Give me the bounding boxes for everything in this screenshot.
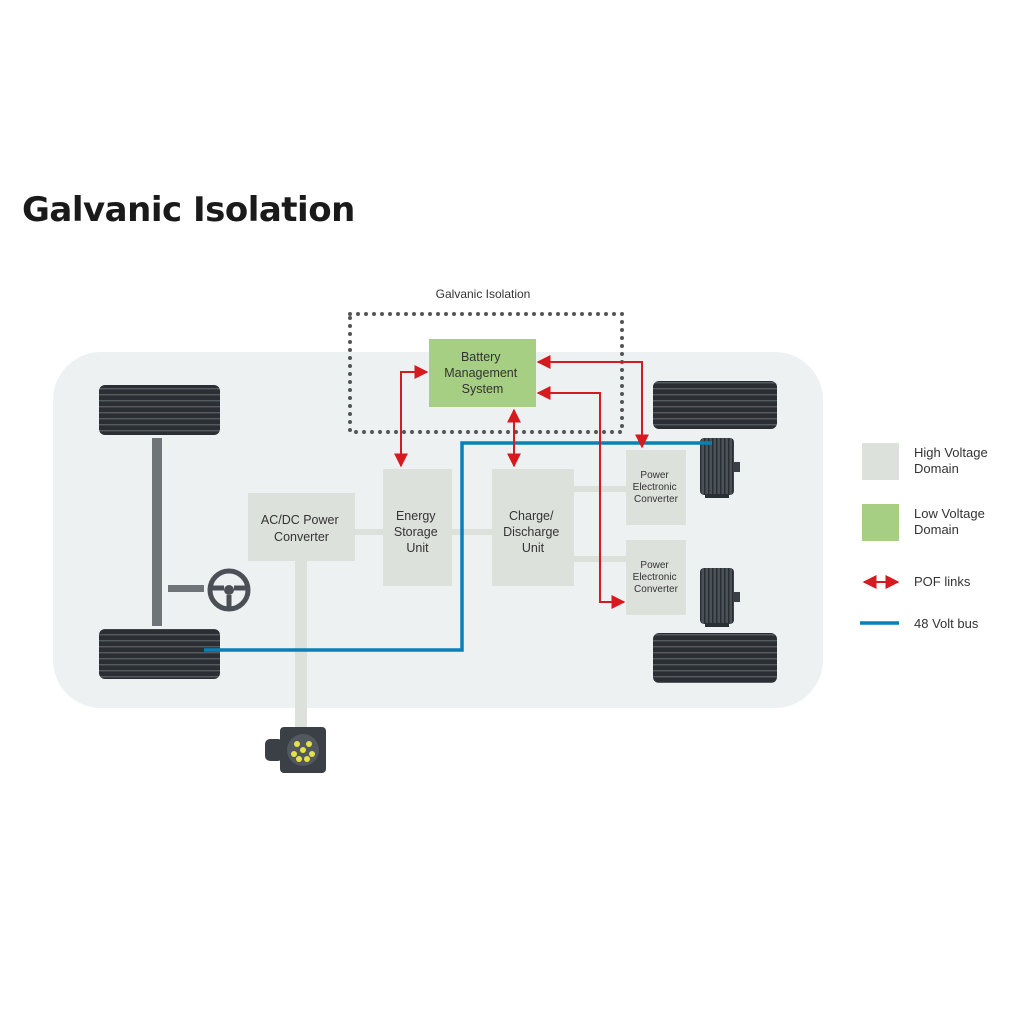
pec-bottom-label-line-2: Electronic: [633, 572, 677, 583]
page-title: Galvanic Isolation: [22, 190, 355, 230]
motor-top-icon: [700, 438, 740, 498]
charge-discharge-label-line-3: Unit: [522, 541, 545, 555]
legend-high-voltage-line-1: High Voltage: [914, 445, 988, 460]
pec-bottom-box: [626, 540, 686, 615]
legend-high-voltage-line-2: Domain: [914, 461, 959, 476]
pof-link-bms-storage: [394, 365, 429, 468]
isolation-label: Galvanic Isolation: [436, 287, 531, 301]
pec-top-label-line-2: Electronic: [633, 482, 677, 493]
pec-top-label-line-3: Converter: [634, 494, 679, 505]
acdc-converter-box: [248, 493, 355, 561]
svg-text:High Voltage Domain: High Voltage Domain: [914, 445, 991, 476]
hv-link-acdc-charger: [295, 561, 307, 731]
energy-storage-box: [383, 469, 452, 586]
legend-bus-label: 48 Volt bus: [914, 616, 979, 631]
bms-box: [429, 339, 536, 407]
pec-bottom-label-line-3: Converter: [634, 584, 679, 595]
legend: High Voltage Domain Low Voltage Domain P…: [860, 443, 991, 631]
front-axle: [152, 438, 162, 626]
legend-low-voltage-line-1: Low Voltage: [914, 506, 985, 521]
bms-label-line-2: Management: [444, 366, 517, 380]
rear-left-wheel: [653, 381, 777, 429]
legend-pof-label: POF links: [914, 574, 971, 589]
svg-text:Power Electronic Conve: Power Electronic Converter: [633, 560, 680, 595]
svg-text:Battery Management Sys: Battery Management System: [444, 350, 520, 396]
acdc-label-line-1: AC/DC Power: [261, 513, 339, 527]
front-left-wheel: [99, 385, 220, 435]
hv-link-storage-charge: [452, 529, 492, 535]
legend-swatch-low-voltage: [862, 504, 899, 541]
pof-link-bms-pec-top: [536, 355, 649, 449]
charge-discharge-label-line-1: Charge/: [509, 509, 554, 523]
steering-wheel-icon: [207, 568, 251, 612]
steering-column: [168, 585, 204, 592]
pof-links: [394, 355, 649, 609]
bms-label-line-1: Battery: [461, 350, 501, 364]
energy-storage-label-line-2: Storage: [394, 525, 438, 539]
motor-bottom-icon: [700, 568, 740, 627]
pec-top-label-line-1: Power: [640, 470, 669, 481]
bms-label-line-3: System: [462, 382, 504, 396]
svg-text:Power Electronic Conve: Power Electronic Converter: [633, 470, 680, 505]
pof-link-bms-pec-bottom: [536, 386, 626, 609]
pec-bottom-label-line-1: Power: [640, 560, 669, 571]
hv-link-acdc-storage: [355, 529, 383, 535]
svg-text:Energy Storage Unit: Energy Storage Unit: [394, 509, 441, 555]
svg-text:AC/DC Power Converter: AC/DC Power Converter: [261, 513, 342, 544]
acdc-label-line-2: Converter: [274, 530, 329, 544]
legend-swatch-high-voltage: [862, 443, 899, 480]
charging-socket-icon: [265, 727, 326, 773]
pec-top-box: [626, 450, 686, 525]
legend-low-voltage-line-2: Domain: [914, 522, 959, 537]
energy-storage-label-line-1: Energy: [396, 509, 436, 523]
rear-right-wheel: [653, 633, 777, 683]
galvanic-isolation-boundary: [348, 312, 624, 434]
energy-storage-label-line-3: Unit: [406, 541, 429, 555]
charge-discharge-label-line-2: Discharge: [503, 525, 559, 539]
svg-text:Low Voltage Domain: Low Voltage Domain: [914, 506, 988, 537]
front-right-wheel: [99, 629, 220, 679]
